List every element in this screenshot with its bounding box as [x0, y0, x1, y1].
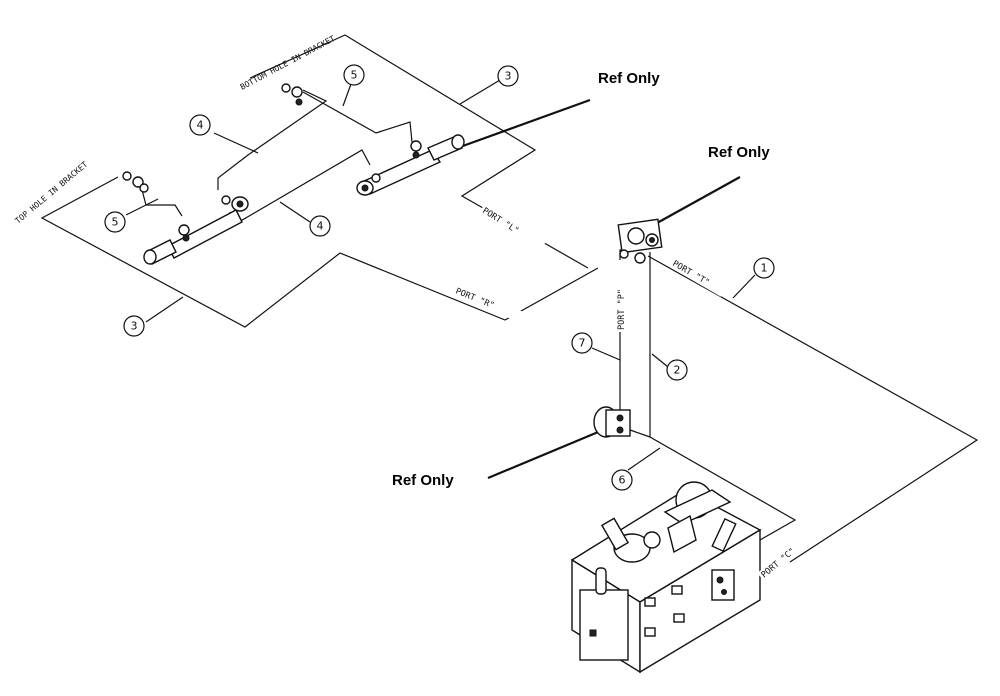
leader-1	[732, 274, 756, 299]
hose-1	[647, 255, 979, 563]
leader-3b	[145, 296, 184, 323]
note-top-hole: TOP HOLE IN BRACKET	[14, 160, 90, 226]
callout-2: 2	[666, 359, 688, 381]
svg-text:3: 3	[131, 320, 138, 333]
port-p-label: PORT "P"	[616, 260, 627, 332]
svg-text:PORT "L": PORT "L"	[480, 206, 520, 236]
ref-leader-valve	[647, 176, 741, 229]
svg-text:3: 3	[505, 70, 512, 83]
leader-3a	[459, 79, 501, 105]
svg-text:4: 4	[317, 220, 324, 233]
svg-text:6: 6	[619, 474, 626, 487]
leader-4b	[279, 201, 311, 223]
port-t-label: PORT "T"	[668, 257, 727, 297]
svg-text:7: 7	[579, 337, 586, 350]
leader-4a	[213, 132, 259, 154]
svg-text:4: 4	[197, 119, 204, 132]
hose-4-lower	[229, 149, 371, 227]
svg-text:PORT "C": PORT "C"	[760, 546, 798, 580]
callout-5-upper: 5	[343, 64, 365, 86]
hose-4-upper	[217, 89, 328, 190]
hose-5-lower	[141, 189, 183, 217]
hose-5-upper	[302, 91, 413, 143]
svg-text:5: 5	[112, 216, 119, 229]
callout-5-lower: 5	[104, 211, 126, 233]
svg-text:5: 5	[351, 69, 358, 82]
callout-7: 7	[571, 332, 593, 354]
hose-3-upper	[249, 34, 589, 269]
power-unit	[570, 481, 762, 674]
hose-2	[649, 252, 797, 541]
lower-cylinder	[143, 195, 249, 265]
svg-text:PORT "P": PORT "P"	[617, 289, 627, 330]
port-l-label: PORT "L"	[478, 204, 546, 252]
hose-3-lower	[40, 176, 599, 328]
ref-only-pump: Ref Only	[392, 472, 454, 489]
callout-1: 1	[753, 257, 775, 279]
svg-text:1: 1	[761, 262, 768, 275]
svg-text:2: 2	[674, 364, 681, 377]
port-c-label: PORT "C"	[757, 534, 811, 582]
leader-5b	[125, 198, 159, 216]
callout-3-lower: 3	[123, 315, 145, 337]
fittings	[122, 83, 303, 193]
callout-4-lower: 4	[309, 215, 331, 237]
ref-only-valve: Ref Only	[708, 144, 770, 161]
callout-3-upper: 3	[497, 65, 519, 87]
ref-only-cylinder: Ref Only	[598, 70, 660, 87]
note-bottom-hole: BOTTOM HOLE IN BRACKET	[239, 34, 337, 92]
ref-leader-pump	[487, 428, 604, 480]
callout-6: 6	[611, 469, 633, 491]
upper-cylinder	[356, 134, 465, 196]
directional-valve	[617, 218, 663, 264]
svg-text:PORT "T": PORT "T"	[671, 259, 711, 288]
leader-7	[591, 347, 621, 361]
pump	[593, 406, 631, 438]
leader-2	[651, 353, 669, 368]
ref-leader-cylinder	[459, 98, 591, 149]
leader-6	[627, 447, 661, 471]
leader-5a	[342, 83, 352, 107]
callout-4-upper: 4	[189, 114, 211, 136]
